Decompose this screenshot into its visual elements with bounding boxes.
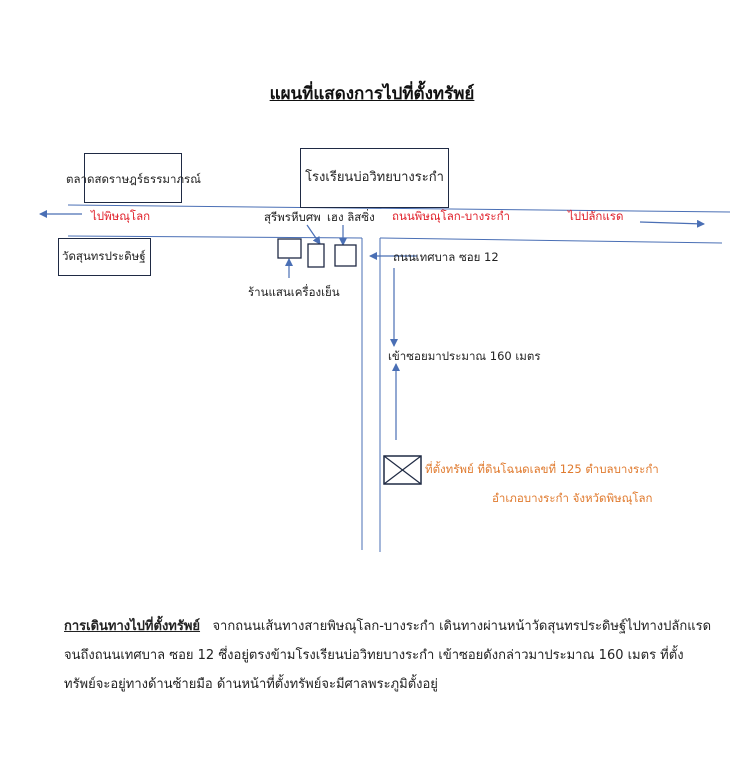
label-to-phitsanulok: ไปพิษณุโลก bbox=[91, 209, 151, 223]
market-label: ตลาดสดราษฎร์ธรรมาภรณ์ bbox=[66, 172, 201, 186]
shop-box-surapong bbox=[307, 243, 325, 268]
label-shop-eng: เฮง ลิสซิ่ง bbox=[327, 210, 375, 224]
temple-label: วัดสุนทรประดิษฐ์ bbox=[62, 249, 146, 263]
shop-box-fridge bbox=[277, 238, 302, 259]
arrow-to-plak-raet bbox=[639, 219, 705, 228]
temple-box: วัดสุนทรประดิษฐ์ bbox=[58, 238, 151, 276]
label-shop-surapong: สุรีพรหีบศพ bbox=[264, 210, 321, 224]
directions-paragraph: การเดินทางไปที่ตั้งทรัพย์ จากถนนเส้นทางส… bbox=[64, 612, 714, 699]
arrow-surapong-shop bbox=[306, 224, 321, 245]
label-main-road: ถนนพิษณุโลก-บางระกำ bbox=[392, 209, 510, 223]
label-property-line1: ที่ตั้งทรัพย์ ที่ดินโฉนดเลขที่ 125 ตำบลบ… bbox=[425, 462, 659, 476]
school-box: โรงเรียนบ่อวิทยบางระกำ bbox=[300, 148, 449, 208]
directions-body: จากถนนเส้นทางสายพิษณุโลก-บางระกำ เดินทาง… bbox=[64, 619, 712, 692]
main-road-right-lower-edge bbox=[379, 237, 723, 244]
map-title: แผนที่แสดงการไปที่ตั้งทรัพย์ bbox=[269, 84, 475, 104]
main-road-top-edge bbox=[67, 204, 731, 213]
shop-box-eng bbox=[334, 244, 357, 267]
school-label: โรงเรียนบ่อวิทยบางระกำ bbox=[305, 170, 444, 185]
label-property-line2: อำเภอบางระกำ จังหวัดพิษณุโลก bbox=[492, 491, 653, 505]
label-distance: เข้าซอยมาประมาณ 160 เมตร bbox=[388, 349, 541, 363]
property-marker bbox=[383, 455, 422, 485]
market-box bbox=[84, 153, 182, 203]
label-shop-fridge: ร้านแสนเครื่องเย็น bbox=[248, 285, 340, 299]
directions-heading: การเดินทางไปที่ตั้งทรัพย์ bbox=[64, 619, 201, 634]
label-soi: ถนนเทศบาล ซอย 12 bbox=[393, 250, 499, 264]
label-to-plak-raet: ไปปลักแรด bbox=[568, 209, 624, 223]
